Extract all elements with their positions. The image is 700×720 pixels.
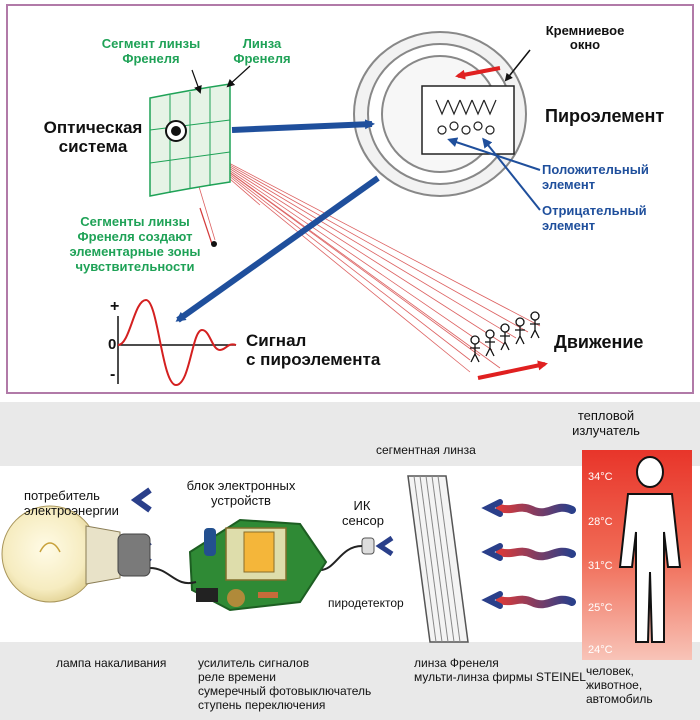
- segments-note: Сегменты линзы Френеля создают элементар…: [69, 214, 201, 274]
- fresnel-lens-label: линза Френеля мульти-линза фирмы STEINEL: [414, 656, 586, 684]
- heat-source-label: тепловой излучатель: [572, 408, 640, 438]
- electronics-block-label: блок электронных устройств: [186, 478, 296, 508]
- pyroelement-label: Пироэлемент: [545, 106, 665, 126]
- temp-label: 24°C: [588, 644, 613, 656]
- electronics-list: усилитель сигналов реле времени сумеречн…: [198, 656, 372, 712]
- positive-element-label: Положительный элемент: [542, 162, 649, 192]
- human-figure-icon: [618, 456, 682, 643]
- fresnel-lens-icon: [149, 83, 231, 197]
- temp-label: 31°C: [588, 560, 613, 572]
- pyro-principle-diagram: [117, 31, 548, 387]
- subjects-label: человек, животное, автомобиль: [586, 664, 653, 706]
- consumer-label: потребитель электроэнергии: [24, 488, 119, 518]
- heat-wave-arrows: [481, 499, 576, 609]
- signal-label: Сигнал с пироэлемента: [246, 331, 381, 369]
- lens-label: Линза Френеля: [233, 36, 291, 66]
- segment-lens-label: сегментная линза: [376, 443, 476, 457]
- temp-label: 34°C: [588, 471, 613, 483]
- circuit-board-icon: [188, 518, 328, 612]
- silicon-window-label: Кремниевое окно: [545, 23, 625, 52]
- signal-plot: [117, 298, 237, 387]
- motion-label: Движение: [554, 332, 644, 352]
- moving-people-icon: [470, 311, 540, 363]
- light-bulb-icon: [1, 505, 151, 603]
- ir-sensor-label: ИК сенсор: [342, 498, 385, 528]
- pyro-sensor-icon: [353, 31, 527, 197]
- temp-label: 28°C: [588, 516, 613, 528]
- segment-lens-icon: [407, 475, 469, 643]
- axis-minus: -: [110, 366, 116, 383]
- lens-segment-label: Сегмент линзы Френеля: [101, 36, 201, 66]
- optical-system-label: Оптическая система: [43, 118, 143, 156]
- ir-sensor-icon: [361, 537, 375, 555]
- lamp-label: лампа накаливания: [56, 656, 167, 670]
- temp-label: 25°C: [588, 602, 613, 614]
- axis-zero: 0: [108, 336, 117, 353]
- pyrodetector-label: пиродетектор: [328, 596, 404, 610]
- negative-element-label: Отрицательный элемент: [542, 203, 647, 233]
- motion-sensor-diagram: [1, 450, 692, 660]
- axis-plus: +: [110, 298, 120, 315]
